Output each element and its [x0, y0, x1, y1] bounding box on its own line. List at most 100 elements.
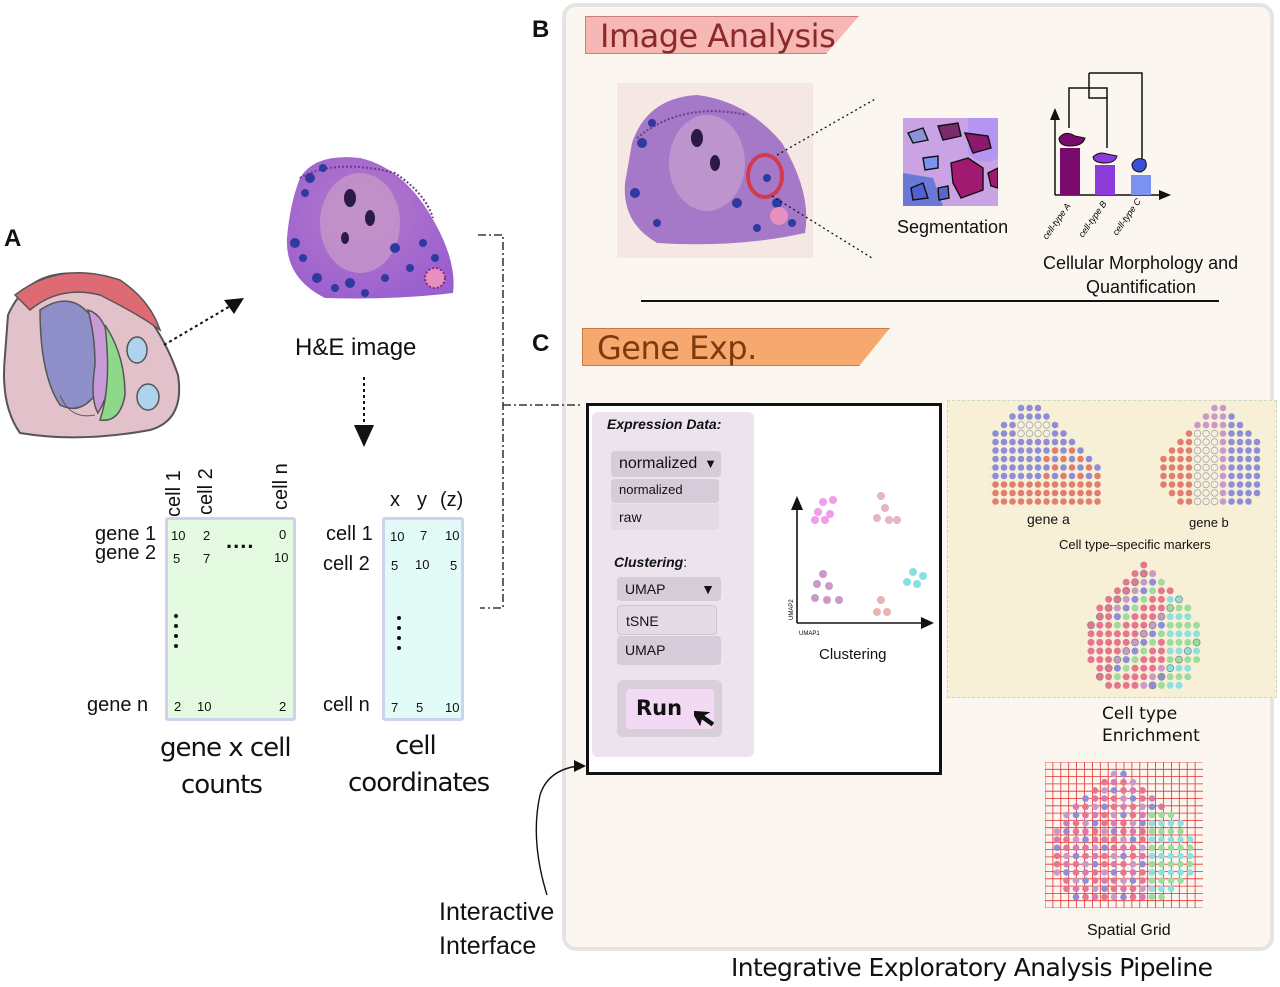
- spot-dot: [1034, 489, 1042, 497]
- counts-row-header: gene 1: [95, 523, 157, 545]
- expression-dropdown[interactable]: normalized ▼: [611, 451, 721, 477]
- spot-dot: [1034, 481, 1042, 488]
- dropdown-arrow-icon: ▼: [701, 581, 715, 597]
- spot-dot: [1110, 803, 1118, 811]
- spot-dot: [1149, 578, 1157, 586]
- gene-b-label: gene b: [1189, 515, 1229, 530]
- spot-dot: [1068, 447, 1076, 454]
- spot-dot: [1148, 852, 1156, 860]
- spot-dot: [1101, 787, 1108, 794]
- spot-dot: [1210, 497, 1219, 506]
- spot-dot: [1120, 828, 1127, 835]
- spot-dot: [1129, 828, 1137, 835]
- spot-dot: [1219, 464, 1227, 471]
- spot-dot: [1166, 647, 1174, 655]
- spot-dot: [1177, 860, 1184, 868]
- spot-dot: [1157, 656, 1165, 664]
- spot-dot: [1167, 828, 1175, 835]
- spot-dot: [992, 472, 999, 480]
- spot-dot: [1185, 447, 1193, 454]
- spot-dot: [1043, 447, 1050, 454]
- spot-dot: [1110, 787, 1118, 794]
- expression-option[interactable]: normalized: [611, 479, 719, 503]
- spot-dot: [1219, 481, 1227, 488]
- spatial-grid-label: Spatial Grid: [1087, 922, 1171, 939]
- counts-caption: gene x cell: [160, 733, 292, 763]
- spot-dot: [1053, 836, 1061, 843]
- spot-dot: [1202, 463, 1210, 472]
- spot-dot: [1193, 446, 1202, 455]
- spot-dot: [1113, 595, 1122, 604]
- spot-dot: [1017, 447, 1025, 454]
- spot-dot: [1085, 472, 1093, 480]
- spot-dot: [1120, 787, 1127, 794]
- spot-dot: [1042, 421, 1051, 429]
- spot-dot: [1158, 869, 1165, 876]
- spot-dot: [1157, 604, 1165, 612]
- spot-dot: [1063, 852, 1070, 860]
- clustering-option[interactable]: tSNE: [617, 605, 717, 635]
- spot-dot: [1026, 438, 1033, 446]
- he-zoom-image: [617, 83, 878, 259]
- spot-dot: [1219, 447, 1227, 454]
- spot-dot: [1158, 885, 1165, 893]
- spot-dot: [1095, 672, 1104, 681]
- spot-dot: [1051, 481, 1059, 488]
- spot-dot: [1236, 481, 1244, 488]
- spot-dot: [1148, 828, 1156, 835]
- spot-dot: [1140, 638, 1148, 646]
- spot-dot: [1185, 455, 1193, 463]
- spot-dot: [1113, 621, 1121, 629]
- spot-dot: [1091, 787, 1099, 794]
- spot-dot: [1184, 656, 1192, 664]
- spot-dot: [1149, 647, 1157, 655]
- spot-dot: [1228, 464, 1235, 471]
- spot-dot: [1210, 429, 1219, 438]
- arrow-to-he: [163, 298, 244, 346]
- spot-dot: [1034, 472, 1042, 480]
- spot-dot: [1120, 885, 1127, 893]
- spot-dot: [1158, 844, 1165, 852]
- spot-dot: [1131, 656, 1139, 664]
- spot-dot: [1026, 404, 1033, 412]
- spot-dot: [1140, 664, 1148, 672]
- pipeline-title: Integrative Exploratory Analysis Pipelin…: [731, 953, 1213, 982]
- coords-cell: 5: [391, 558, 399, 573]
- spot-dot: [1129, 787, 1137, 794]
- spot-dot: [1026, 498, 1033, 505]
- clustering-option[interactable]: UMAP: [617, 636, 721, 665]
- spot-dot: [1210, 446, 1219, 455]
- spot-dot: [1148, 844, 1156, 852]
- counts-cell: 2: [174, 699, 182, 714]
- spot-dot: [1043, 413, 1050, 420]
- coords-cell: 10: [445, 700, 460, 715]
- spot-dot: [1120, 844, 1127, 852]
- spot-dot: [1091, 795, 1099, 802]
- interactive-label: Interface: [439, 932, 537, 960]
- spot-dot: [1120, 893, 1127, 901]
- spot-dot: [1219, 498, 1227, 505]
- expression-data-title: Expression Data:: [607, 416, 722, 432]
- spot-dot: [1158, 828, 1165, 835]
- spot-dot: [1053, 869, 1061, 876]
- spot-dot: [1105, 621, 1113, 629]
- spot-dot: [1253, 481, 1261, 488]
- clustering-dropdown[interactable]: UMAP ▼: [617, 577, 721, 601]
- spot-dot: [1101, 803, 1108, 811]
- spot-dot: [1131, 604, 1139, 612]
- spot-dot: [1129, 893, 1137, 901]
- counts-row-header: gene 2: [95, 542, 157, 564]
- spot-dot: [1017, 421, 1025, 429]
- spot-dot: [1236, 455, 1244, 463]
- spot-dot: [1043, 438, 1050, 446]
- coords-cell: 5: [416, 700, 424, 715]
- spot-dot: [1077, 498, 1084, 505]
- counts-cell: 10: [171, 528, 186, 543]
- spot-dot: [1219, 404, 1227, 412]
- spot-dot: [1082, 836, 1089, 843]
- spot-dot: [1043, 481, 1050, 488]
- expression-option[interactable]: raw: [611, 504, 719, 530]
- spot-dot: [1129, 877, 1137, 884]
- section-divider: [641, 300, 1219, 302]
- spot-dot: [1167, 869, 1175, 876]
